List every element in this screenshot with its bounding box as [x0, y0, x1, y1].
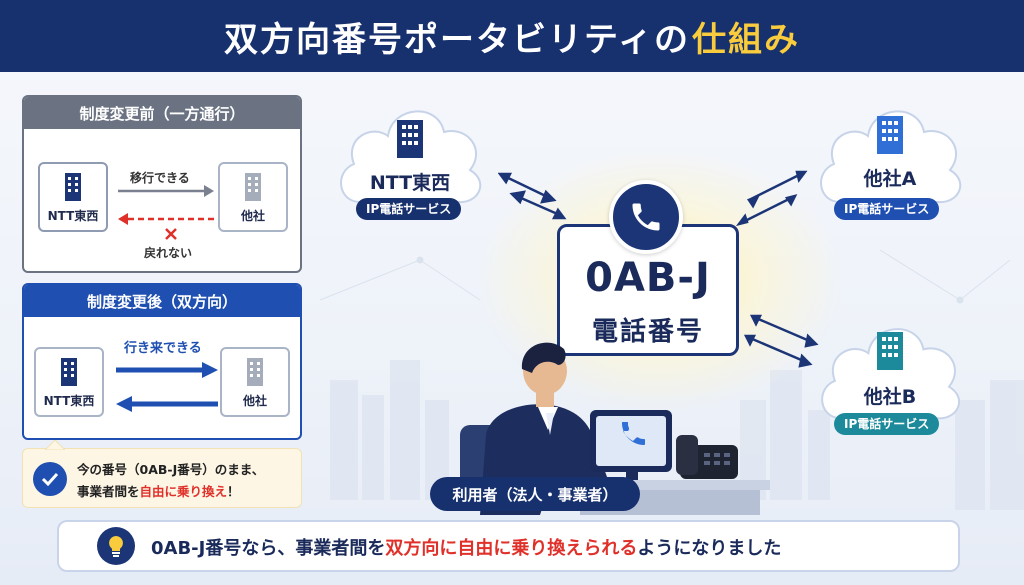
before-bottom-arrow-label: 戻れない [144, 246, 193, 260]
other-b-service-pill: IP電話サービス [834, 413, 940, 435]
before-ntt-label: NTT東西 [47, 208, 99, 223]
callout-box: 今の番号（0AB-J番号）のまま、 事業者間を自由に乗り換え！ [22, 440, 302, 508]
after-other-box: 他社 [220, 347, 290, 417]
check-icon [33, 462, 67, 496]
building-icon [65, 172, 81, 201]
number-type: 0AB-J [585, 255, 711, 301]
migrate-arrow [118, 185, 214, 197]
summary-text: 0AB-J番号なら、事業者間を双方向に自由に乗り換えられるようになりました [151, 538, 782, 559]
callout-line1: 今の番号（0AB-J番号）のまま、 [77, 462, 265, 477]
after-ntt-label: NTT東西 [43, 393, 95, 408]
callout-pointer [45, 440, 65, 450]
page-header: 双方向番号ポータビリティの仕組み [0, 0, 1024, 72]
after-ntt-box: NTT東西 [34, 347, 104, 417]
building-icon [245, 172, 261, 201]
lightbulb-icon [97, 527, 135, 565]
forward-arrow [116, 362, 218, 378]
building-icon [61, 357, 77, 386]
backward-arrow [116, 396, 218, 412]
a-bidirectional-arrows [735, 170, 808, 226]
after-other-label: 他社 [242, 393, 267, 408]
ntt-service-pill: IP電話サービス [356, 198, 462, 220]
after-panel: 制度変更後（双方向） NTT東西 他社 行き来できる [22, 283, 302, 440]
other-b-name: 他社B [863, 386, 917, 408]
page-title-accent: 仕組み [691, 19, 800, 60]
other-a-name: 他社A [863, 168, 917, 190]
before-panel: 制度変更前（一方通行） NTT東西 他社 移行できる 戻れない [22, 95, 302, 273]
ntt-name: NTT東西 [369, 172, 451, 194]
before-top-arrow-label: 移行できる [130, 171, 190, 185]
ntt-cloud: NTT東西 [330, 92, 490, 212]
before-panel-title: 制度変更前（一方通行） [24, 97, 300, 129]
page-title: 双方向番号ポータビリティの [224, 19, 690, 60]
cross-icon [165, 228, 177, 240]
other-a-service-pill: IP電話サービス [834, 198, 940, 220]
building-icon [877, 116, 903, 154]
phone-icon [609, 180, 683, 254]
building-icon [247, 357, 263, 386]
user-label: 利用者（法人・事業者） [430, 477, 640, 511]
after-arrow-label: 行き来できる [124, 341, 202, 356]
before-ntt-box: NTT東西 [38, 162, 108, 232]
before-other-box: 他社 [218, 162, 288, 232]
b-bidirectional-arrows [743, 314, 819, 368]
building-icon [397, 120, 423, 158]
building-icon [877, 332, 903, 370]
number-label: 電話番号 [591, 317, 704, 347]
summary-bar: 0AB-J番号なら、事業者間を双方向に自由に乗り換えられるようになりました [57, 520, 960, 572]
center-number-box: 0AB-J 電話番号 [557, 224, 739, 356]
after-panel-title: 制度変更後（双方向） [24, 285, 300, 317]
callout-line2: 事業者間を自由に乗り換え！ [77, 484, 240, 499]
no-return-arrow [118, 213, 214, 225]
ntt-bidirectional-arrows [498, 172, 567, 220]
before-other-label: 他社 [240, 208, 265, 223]
